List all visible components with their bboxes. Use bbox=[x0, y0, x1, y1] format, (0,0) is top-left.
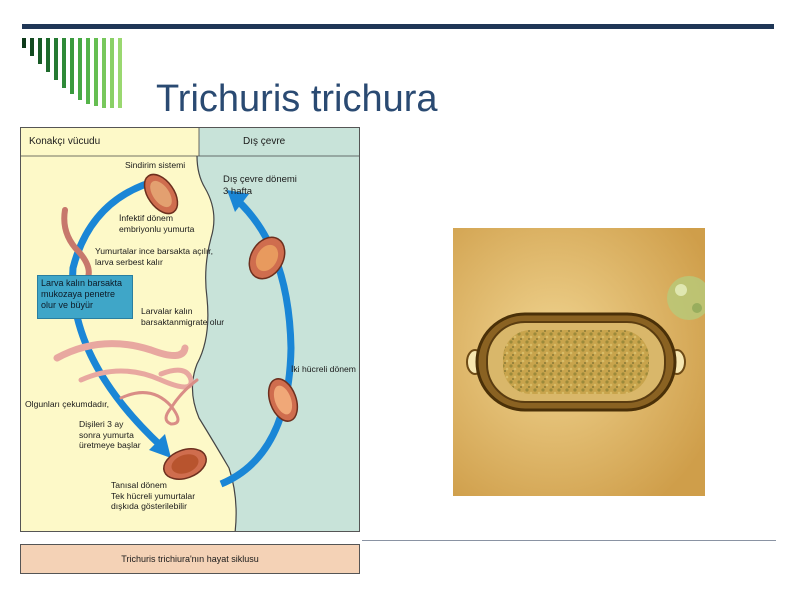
environment-header-band bbox=[199, 128, 359, 156]
egg-infective bbox=[143, 173, 179, 215]
environment-region bbox=[192, 128, 359, 531]
arrow-host bbox=[69, 176, 164, 449]
label-env-period: Dış çevre dönemi 3 hafta bbox=[223, 174, 297, 197]
adult-worm-female bbox=[119, 378, 199, 426]
arrow-environment bbox=[219, 197, 295, 488]
host-header: Konakçı vücudu bbox=[29, 136, 101, 147]
label-two-cell: İki hücreli dönem bbox=[291, 364, 356, 374]
label-diagnostic: Tanısal dönem Tek hücreli yumurtalar dış… bbox=[111, 480, 196, 511]
environment-header: Dış çevre bbox=[243, 136, 286, 147]
label-migrate: Larvalar kalın barsaktanmigrate olur bbox=[141, 306, 225, 327]
arrow-host-head bbox=[149, 434, 171, 458]
egg-environment bbox=[248, 236, 286, 280]
life-cycle-artwork bbox=[21, 128, 359, 531]
label-hatch: Yumurtalar ince barsakta açılır, larva s… bbox=[95, 246, 213, 267]
life-cycle-diagram: Konakçı vücudu Dış çevre Sindirim sistem… bbox=[20, 127, 360, 532]
top-rule bbox=[22, 24, 774, 29]
egg-two-cell bbox=[267, 378, 299, 422]
egg-content bbox=[503, 330, 649, 394]
label-mature: Olgunları çekumdadır, bbox=[25, 399, 110, 409]
arrow-environment-head bbox=[227, 190, 249, 212]
egg-diagnostic bbox=[163, 448, 207, 480]
slide-title: Trichuris trichura bbox=[156, 78, 438, 120]
label-infective: İnfektif dönem embriyonlu yumurta bbox=[119, 213, 195, 234]
bottom-rule bbox=[362, 540, 776, 541]
diagram-caption: Trichuris trichiura'nın hayat siklusu bbox=[20, 544, 360, 574]
decorative-stripes bbox=[22, 38, 122, 108]
debris-cluster bbox=[667, 276, 705, 320]
label-larva-box: Larva kalın barsakta mukozaya penetre ol… bbox=[37, 275, 133, 319]
label-female: Dişileri 3 ay sonra yumurta üretmeye baş… bbox=[79, 419, 141, 450]
host-header-band bbox=[21, 128, 199, 156]
adult-worm-coil bbox=[78, 367, 194, 390]
adult-worm-male bbox=[53, 340, 189, 362]
larva-worm bbox=[61, 207, 92, 283]
body-outline bbox=[191, 128, 237, 531]
label-digestive: Sindirim sistemi bbox=[125, 160, 186, 170]
egg-micrograph bbox=[453, 228, 705, 496]
